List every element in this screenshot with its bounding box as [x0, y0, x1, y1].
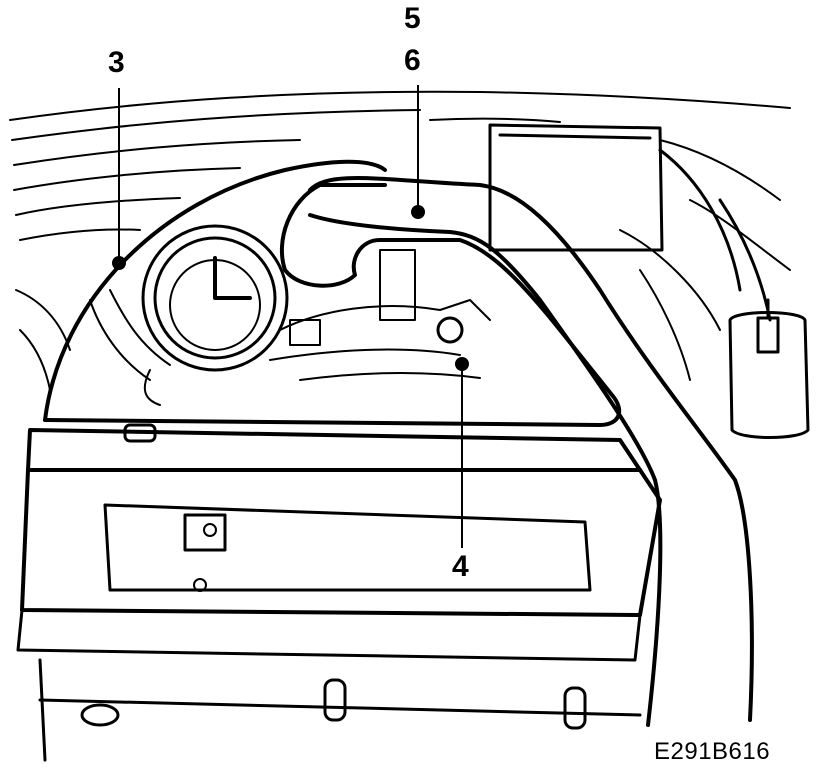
callout-3-dot — [112, 256, 126, 270]
leader-lines — [112, 85, 469, 548]
callout-6: 6 — [404, 44, 421, 77]
engine-components — [143, 249, 491, 406]
background-linework — [9, 90, 791, 391]
filler-cap — [141, 224, 289, 372]
intake-pipe — [308, 176, 754, 727]
callout-4-dot — [455, 357, 469, 371]
callout-5: 5 — [404, 2, 421, 35]
figure-code: E291B616 — [654, 738, 771, 765]
lower-block — [38, 423, 642, 762]
fluid-reservoir — [728, 298, 810, 439]
callout-3: 3 — [108, 46, 125, 79]
callout-6-dot — [411, 205, 425, 219]
control-box — [488, 123, 772, 322]
callout-4: 4 — [452, 550, 469, 583]
valve-cover — [16, 428, 662, 662]
air-hose-outline — [43, 159, 622, 427]
